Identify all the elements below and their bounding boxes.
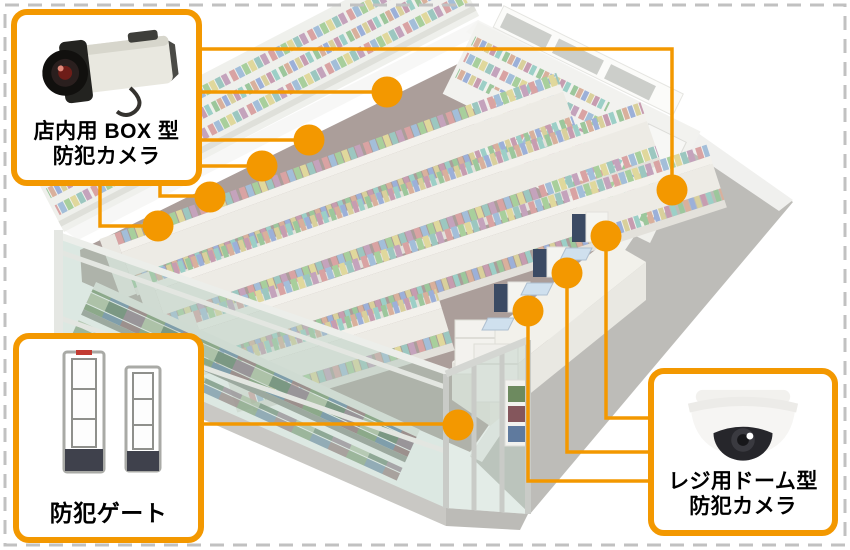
dome-camera-photo — [687, 389, 799, 461]
callout-security-gate-label: 防犯ゲート — [49, 499, 168, 526]
callout-dome-camera-label-line1: レジ用ドーム型 — [668, 470, 818, 494]
connector-lines — [98, 47, 674, 483]
callout-dome-camera-label-line2: 防犯カメラ — [689, 495, 797, 519]
camera-marker — [142, 210, 174, 242]
camera-marker — [590, 220, 622, 252]
connector-line — [604, 236, 648, 420]
security-gate-photo — [62, 350, 161, 474]
camera-marker — [371, 76, 403, 108]
gate-pillar — [124, 365, 161, 473]
camera-marker — [656, 174, 688, 206]
connector-line — [202, 47, 674, 190]
connector-line — [526, 311, 648, 483]
camera-marker — [246, 150, 278, 182]
camera-marker — [442, 409, 474, 441]
camera-marker — [194, 181, 226, 213]
callout-box-camera: 店内用 BOX 型 防犯カメラ — [11, 9, 202, 186]
callout-box-camera-label-line2: 防犯カメラ — [52, 145, 161, 169]
page-dashed-border — [3, 3, 847, 547]
camera-marker — [551, 257, 583, 289]
connector-line — [98, 183, 158, 228]
callout-security-gate: 防犯ゲート — [13, 333, 204, 543]
store-exterior-wall — [470, 132, 793, 514]
camera-marker — [512, 295, 544, 327]
callout-box-camera-label: 店内用 BOX 型 防犯カメラ — [34, 120, 180, 170]
camera-marker — [293, 124, 325, 156]
camera-markers — [142, 76, 688, 441]
box-camera-photo — [41, 29, 179, 117]
callout-dome-camera: レジ用ドーム型 防犯カメラ — [648, 368, 838, 536]
storefront-base-corner — [446, 508, 528, 530]
connector-line — [158, 183, 210, 198]
gate-pillar — [62, 350, 105, 474]
callout-box-camera-label-line1: 店内用 BOX 型 — [33, 120, 180, 144]
callout-dome-camera-label: レジ用ドーム型 防犯カメラ — [668, 470, 818, 520]
connector-line — [565, 273, 648, 454]
